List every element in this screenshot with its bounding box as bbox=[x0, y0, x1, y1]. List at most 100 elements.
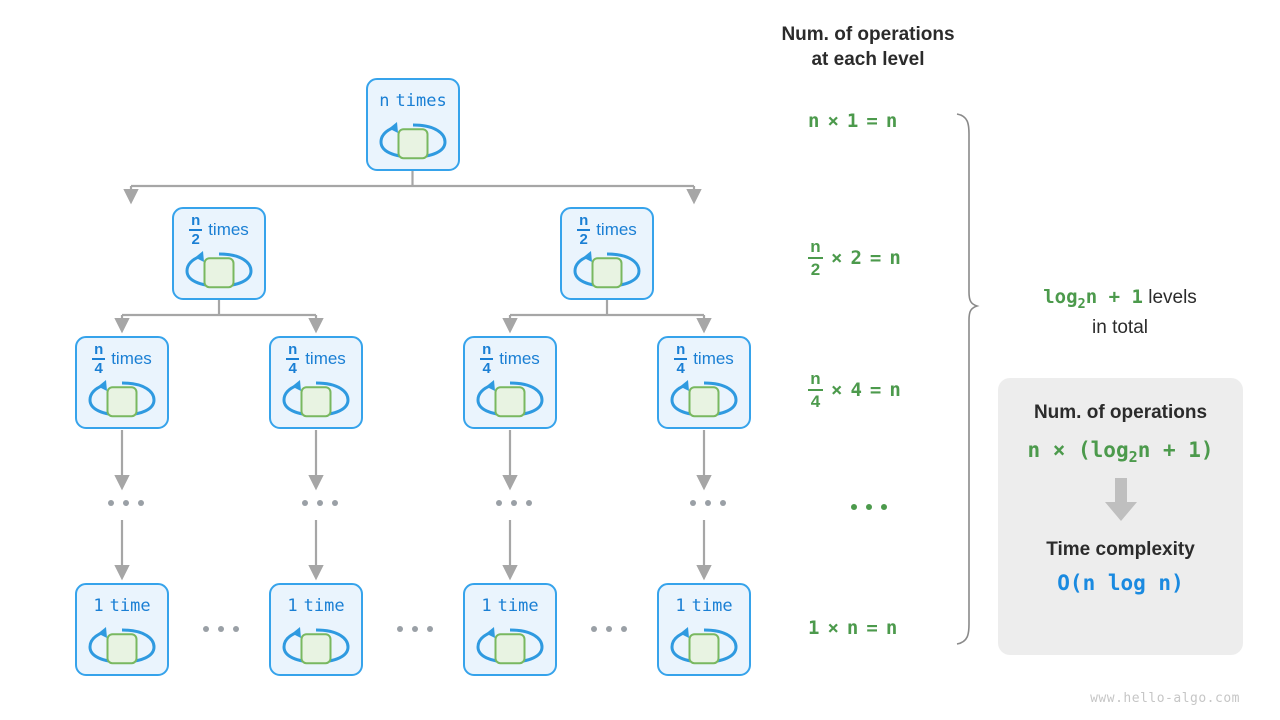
loop-body-box bbox=[494, 633, 526, 665]
loop-arrow-icon bbox=[465, 375, 555, 421]
node-count: 1 bbox=[675, 596, 686, 616]
vertical-ellipsis-3 bbox=[690, 500, 726, 506]
node-unit: times bbox=[111, 349, 152, 368]
summary-formula: n × (log2n + 1) bbox=[1027, 438, 1213, 466]
vertical-ellipsis-1 bbox=[302, 500, 338, 506]
tree-node-level-3-0[interactable]: n 4 times bbox=[75, 336, 169, 429]
eq-result: n bbox=[885, 617, 898, 639]
summary-formula-suffix: n + 1) bbox=[1137, 438, 1214, 462]
eq-fraction-denominator: 2 bbox=[810, 259, 821, 279]
equation-ellipsis bbox=[851, 504, 887, 510]
tree-node-level-3-2[interactable]: n 4 times bbox=[463, 336, 557, 429]
equation-level-3: n 4 × 4 = n bbox=[808, 370, 901, 410]
node-unit: time bbox=[109, 596, 151, 616]
eq-equals: = bbox=[866, 617, 878, 639]
fraction-numerator: n bbox=[482, 341, 492, 358]
tree-node-level-last-3[interactable]: 1 time bbox=[657, 583, 751, 676]
eq-equals: = bbox=[869, 246, 882, 269]
levels-note: log2n + 1 levels in total bbox=[1000, 283, 1240, 343]
eq-left-fraction: n 2 bbox=[808, 238, 823, 278]
node-label: n 4 times bbox=[77, 342, 167, 376]
column-title-line1: Num. of operations bbox=[781, 24, 955, 45]
eq-times: × bbox=[827, 110, 839, 132]
loop-body-box bbox=[688, 633, 720, 665]
fraction-bar bbox=[189, 229, 203, 231]
levels-note-line2: in total bbox=[1092, 317, 1148, 339]
tree-node-level-last-0[interactable]: 1 time bbox=[75, 583, 169, 676]
node-label: 1 time bbox=[77, 593, 167, 619]
tree-node-level-last-2[interactable]: 1 time bbox=[463, 583, 557, 676]
eq-times: × bbox=[827, 617, 839, 639]
eq-equals: = bbox=[866, 110, 878, 132]
horizontal-ellipsis-1 bbox=[397, 626, 433, 632]
equation-level-1: n × 1 = n bbox=[808, 110, 897, 132]
loop-arrow-icon bbox=[271, 622, 361, 668]
fraction-bar bbox=[674, 358, 688, 360]
loop-arrow-icon bbox=[465, 622, 555, 668]
fraction-denominator: 2 bbox=[579, 231, 588, 248]
node-unit: time bbox=[303, 596, 345, 616]
eq-result: n bbox=[885, 110, 898, 132]
levels-note-line1: log2n + 1 levels bbox=[1000, 283, 1240, 314]
node-unit: times bbox=[305, 349, 346, 368]
fraction-numerator: n bbox=[288, 341, 298, 358]
loop-body-box bbox=[300, 386, 332, 418]
eq-left: 1 bbox=[808, 617, 820, 639]
fraction-bar bbox=[577, 229, 591, 231]
eq-fraction-bar bbox=[808, 388, 823, 391]
node-unit: times bbox=[499, 349, 540, 368]
eq-result: n bbox=[889, 246, 901, 269]
eq-fraction-numerator: n bbox=[810, 369, 821, 388]
tree-node-level-3-3[interactable]: n 4 times bbox=[657, 336, 751, 429]
summary-heading-operations: Num. of operations bbox=[1033, 402, 1208, 423]
node-fraction: n 4 bbox=[674, 341, 688, 376]
eq-result: n bbox=[889, 378, 901, 401]
node-count: 1 bbox=[287, 596, 298, 616]
loop-arrow-icon bbox=[368, 117, 458, 163]
eq-times: × bbox=[831, 246, 843, 269]
eq-fraction-numerator: n bbox=[810, 237, 821, 256]
node-label: n 4 times bbox=[659, 342, 749, 376]
tree-node-level-1-0[interactable]: n times bbox=[366, 78, 460, 171]
eq-fraction-denominator: 4 bbox=[810, 391, 821, 411]
tree-node-level-3-1[interactable]: n 4 times bbox=[269, 336, 363, 429]
eq-equals: = bbox=[869, 378, 882, 401]
node-label: 1 time bbox=[271, 593, 361, 619]
summary-formula-base: 2 bbox=[1128, 448, 1138, 467]
fraction-denominator: 4 bbox=[94, 360, 103, 377]
fraction-numerator: n bbox=[676, 341, 686, 358]
levels-formula-log: log bbox=[1043, 286, 1078, 308]
vertical-ellipsis-0 bbox=[108, 500, 144, 506]
summary-formula-prefix: n × (log bbox=[1027, 438, 1129, 462]
node-fraction: n 2 bbox=[577, 213, 591, 248]
fraction-bar bbox=[92, 358, 106, 360]
horizontal-ellipsis-0 bbox=[203, 626, 239, 632]
levels-formula: log2n + 1 bbox=[1043, 286, 1143, 312]
loop-arrow-icon bbox=[77, 622, 167, 668]
fraction-denominator: 2 bbox=[191, 231, 200, 248]
loop-body-box bbox=[203, 257, 235, 289]
node-fraction: n 4 bbox=[286, 341, 300, 376]
loop-body-box bbox=[106, 633, 138, 665]
horizontal-ellipsis-2 bbox=[591, 626, 627, 632]
summary-result: O(n log n) bbox=[1057, 571, 1184, 596]
node-label: 1 time bbox=[659, 593, 749, 619]
summary-card: Num. of operations n × (log2n + 1) Time … bbox=[998, 378, 1243, 655]
fraction-bar bbox=[286, 358, 300, 360]
tree-node-level-2-0[interactable]: n 2 times bbox=[172, 207, 266, 300]
loop-body-box bbox=[591, 257, 623, 289]
tree-node-level-2-1[interactable]: n 2 times bbox=[560, 207, 654, 300]
tree-node-level-last-1[interactable]: 1 time bbox=[269, 583, 363, 676]
node-fraction: n 2 bbox=[189, 213, 203, 248]
watermark: www.hello-algo.com bbox=[1090, 691, 1240, 706]
eq-left: n bbox=[808, 110, 820, 132]
node-unit: times bbox=[693, 349, 734, 368]
node-count: 1 bbox=[93, 596, 104, 616]
node-unit: times bbox=[596, 220, 637, 239]
fraction-bar bbox=[480, 358, 494, 360]
levels-formula-base: 2 bbox=[1077, 295, 1086, 312]
node-label: n 4 times bbox=[465, 342, 555, 376]
loop-arrow-icon bbox=[659, 622, 749, 668]
loop-arrow-icon bbox=[659, 375, 749, 421]
column-title: Num. of operations at each level bbox=[748, 22, 988, 72]
